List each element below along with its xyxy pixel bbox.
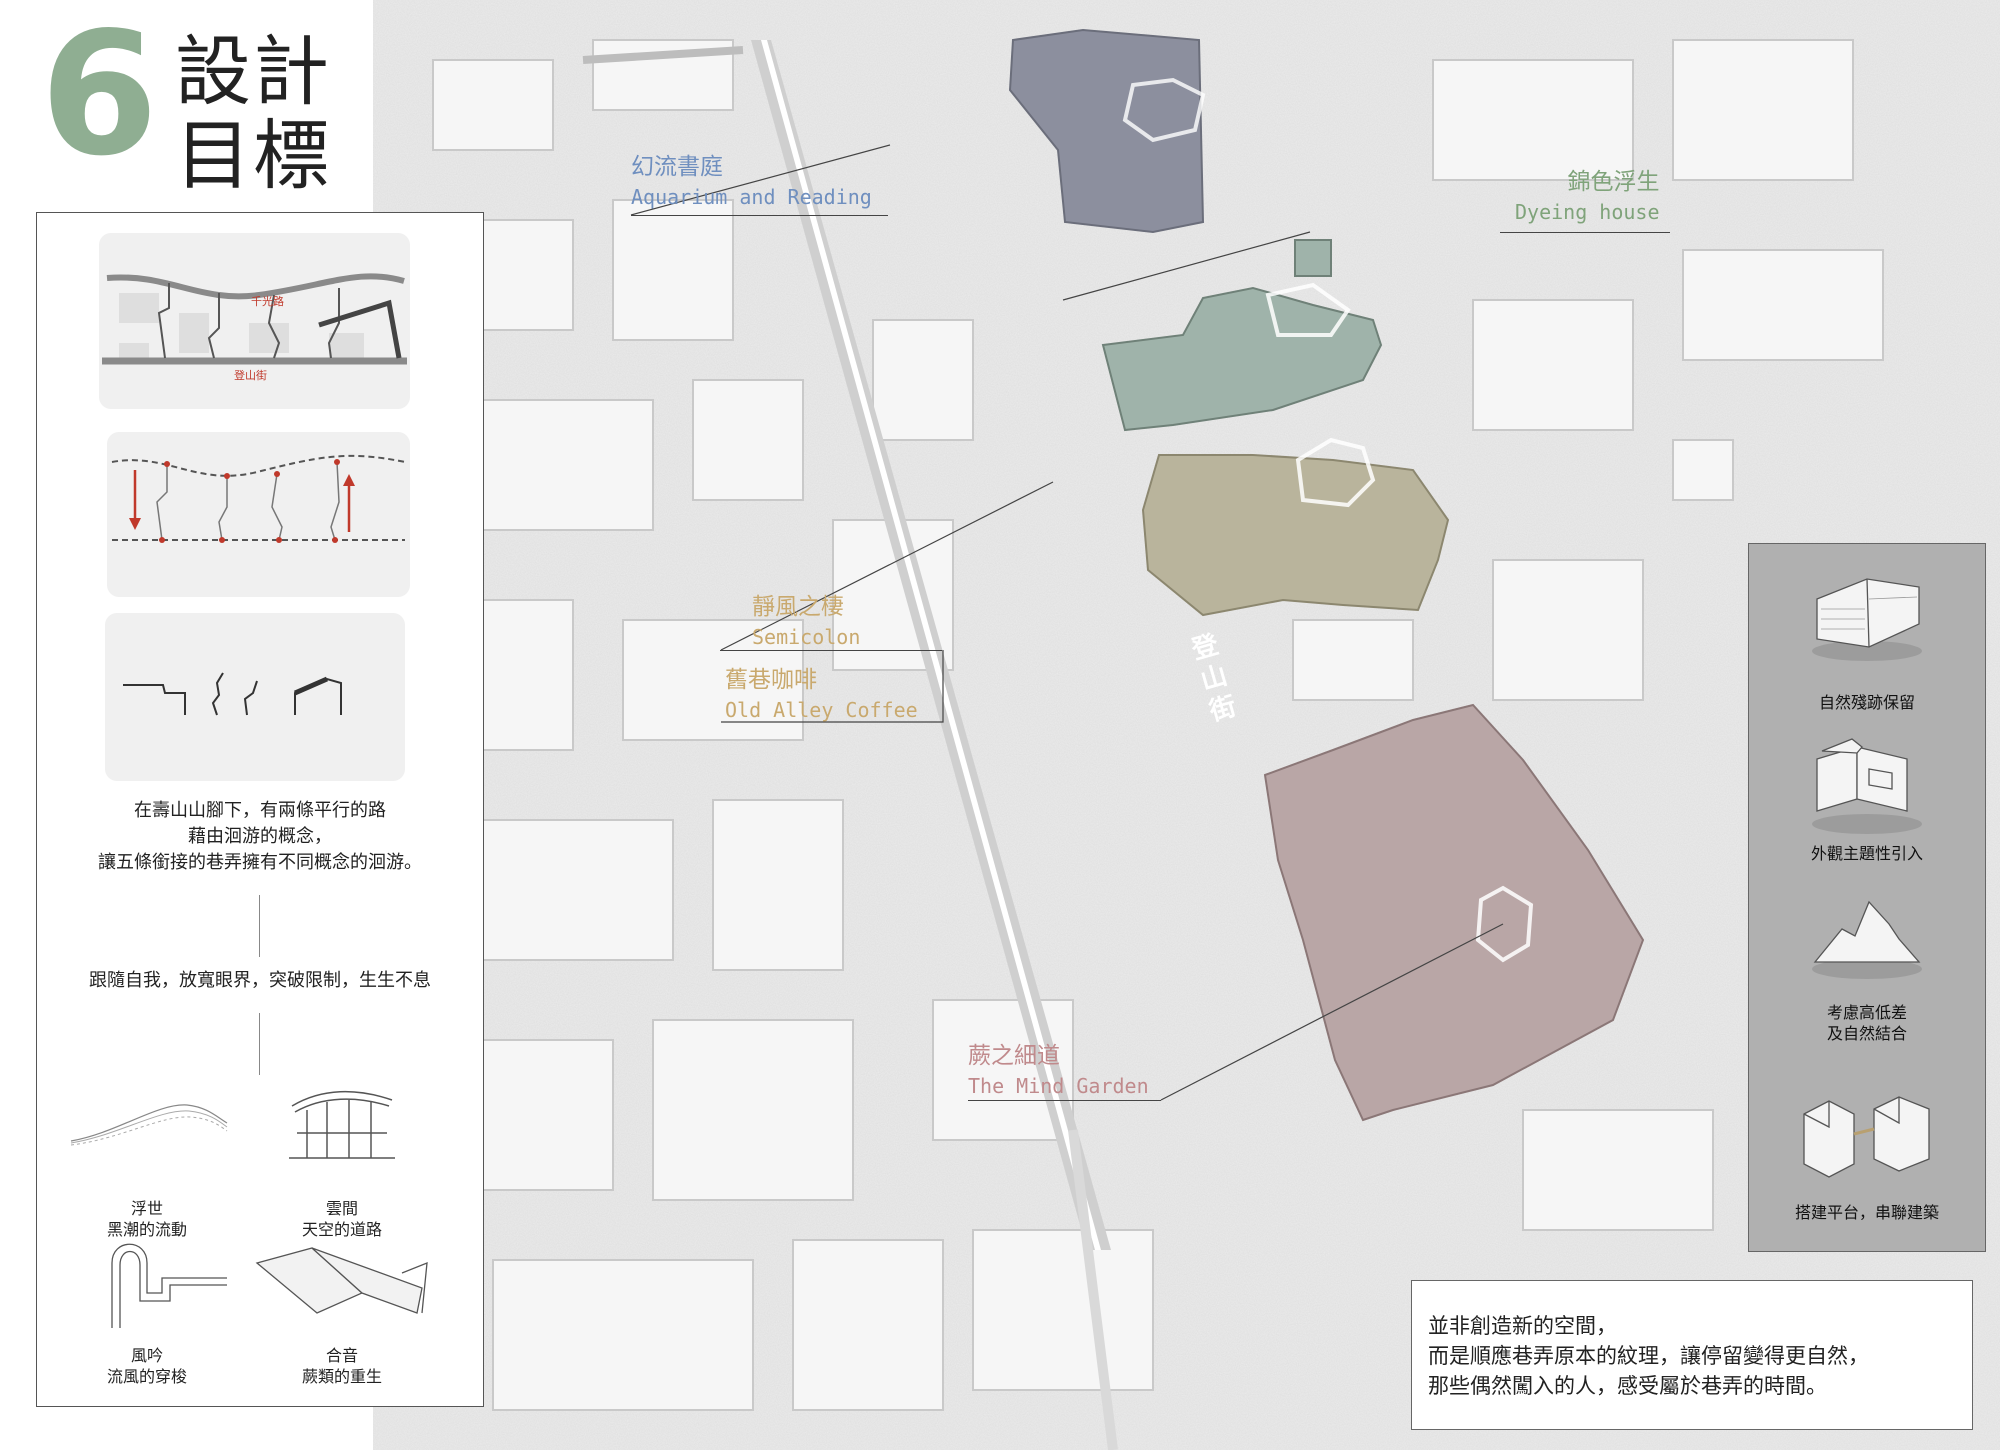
concept-chorus-desc: 蕨類的重生 (301, 1367, 382, 1386)
concept-panel: 千光路 登山街 在壽山山腳下，有兩條平行的路 藉 (36, 212, 484, 1407)
lane-line (582, 46, 744, 64)
facade-theme-icon (1812, 738, 1922, 834)
concept-wave-name: 浮世 (130, 1199, 163, 1218)
zone-mind-garden (1263, 703, 1645, 1122)
zone-aquarium (1008, 28, 1206, 234)
strategy-1-label: 自然殘跡保留 (1818, 693, 1915, 712)
intro-line-1: 在壽山山腳下，有兩條平行的路 (134, 800, 386, 821)
zone-label-semicolon: 靜風之棲 Semicolon (752, 592, 860, 652)
section-title-line1: 設計 (175, 27, 331, 116)
road-diagram: 千光路 登山街 (99, 233, 410, 409)
concept-quote-box: 並非創造新的空間， 而是順應巷弄原本的紋理，讓停留變得更自然， 那些偶然闖入的人… (1411, 1280, 1973, 1430)
zone-mind-garden-glow (1475, 885, 1534, 963)
wave-icon (70, 1104, 228, 1146)
intro-line-3: 讓五條銜接的巷弄擁有不同概念的洄游。 (98, 852, 422, 873)
concept-wave-desc: 黑潮的流動 (106, 1220, 187, 1239)
section-diagram-svg (123, 672, 342, 716)
leader-aquarium (630, 144, 891, 216)
wind-path-icon (111, 1243, 227, 1328)
section-diagram (105, 613, 405, 781)
concept-wind-desc: 流風的穿梭 (106, 1367, 187, 1386)
strategy-4-label: 搭建平台，串聯建築 (1794, 1203, 1939, 1222)
concept-wind-caption: 風吟 流風的穿梭 (67, 1345, 227, 1387)
zone-label-coffee: 舊巷咖啡 Old Alley Coffee (725, 665, 918, 725)
concept-chorus-name: 合音 (325, 1346, 358, 1365)
concept-cloud-desc: 天空的道路 (301, 1220, 382, 1239)
zone-label-semicolon-zh: 靜風之棲 (752, 594, 844, 620)
zone-underline-semicolon (720, 650, 942, 651)
leader-lines (630, 144, 1504, 1101)
zone-label-dyeing: 錦色浮生 Dyeing house (1515, 167, 1660, 227)
divider-vertical (259, 895, 260, 957)
strategy-2-label: 外觀主題性引入 (1810, 844, 1923, 863)
section-title-line2: 目標 (175, 111, 331, 200)
quote-line-3: 那些偶然闖入的人，感受屬於巷弄的時間。 (1428, 1374, 1827, 1398)
flow-arrow-down (129, 470, 141, 530)
fern-fold-icon (255, 1247, 428, 1314)
zone-label-mind-garden: 蕨之細道 The Mind Garden (968, 1041, 1149, 1101)
platform-link-icon (1803, 1096, 1930, 1178)
zone-label-dyeing-zh: 錦色浮生 (1567, 169, 1660, 195)
leader-mind-garden (1160, 923, 1504, 1101)
zone-underline-dyeing (1500, 232, 1670, 233)
concept-wave-caption: 浮世 黑潮的流動 (67, 1198, 227, 1240)
flow-arrow-up (343, 474, 355, 532)
zone-label-mind-garden-en: The Mind Garden (968, 1074, 1149, 1098)
zone-dyeing (1101, 239, 1383, 432)
road-top-label: 千光路 (251, 295, 284, 308)
zone-label-aquarium-zh: 幻流書庭 (631, 154, 723, 180)
flow-diagram (107, 432, 410, 597)
street-line (761, 40, 1101, 1250)
quote-line-2: 而是順應巷弄原本的紋理，讓停留變得更自然， (1428, 1344, 1869, 1368)
concept-chorus-caption: 合音 蕨類的重生 (262, 1345, 422, 1387)
leader-coffee (721, 650, 944, 723)
zone-label-coffee-en: Old Alley Coffee (725, 698, 918, 722)
zone-label-coffee-zh: 舊巷咖啡 (725, 667, 817, 693)
leader-semicolon (720, 481, 1054, 651)
zone-aquarium-glow (1122, 77, 1206, 143)
quote-line-1: 並非創造新的空間， (1428, 1314, 1617, 1338)
divider-vertical (259, 1013, 260, 1075)
zone-underline-mind-garden (968, 1100, 1161, 1101)
zone-dyeing-mass (1101, 286, 1383, 432)
zone-semicolon-mass (1141, 454, 1450, 617)
lane-line (1068, 1129, 1118, 1450)
strategy-3-label: 考慮高低差 及自然結合 (1749, 1002, 1985, 1044)
zone-dyeing-tower (1294, 239, 1332, 277)
strategy-3-label-line2: 及自然結合 (1826, 1024, 1907, 1043)
zone-label-aquarium: 幻流書庭 Aquarium and Reading (631, 152, 872, 212)
road-bottom-label: 登山街 (234, 369, 267, 382)
zone-mind-garden-mass (1263, 703, 1645, 1122)
zone-semicolon (1141, 437, 1450, 617)
concept-wind-name: 風吟 (130, 1346, 163, 1365)
zone-semicolon-glow (1295, 437, 1376, 508)
concept-cloud-name: 雲間 (325, 1199, 358, 1218)
intro-line-2: 藉由洄游的概念， (188, 826, 332, 847)
road-top-curve (106, 273, 405, 300)
ruin-wall-icon (1812, 578, 1922, 661)
site-map (373, 0, 2000, 1450)
leader-dyeing (1062, 231, 1311, 301)
zone-label-semicolon-en: Semicolon (752, 625, 861, 649)
zone-underline-aquarium (631, 215, 888, 216)
zone-label-mind-garden-zh: 蕨之細道 (968, 1043, 1060, 1069)
terrain-mountain-icon (1812, 900, 1922, 979)
zone-label-dyeing-en: Dyeing house (1515, 200, 1660, 224)
zone-dyeing-glow (1265, 282, 1351, 337)
flow-diagram-svg (111, 454, 406, 543)
zone-label-aquarium-en: Aquarium and Reading (631, 185, 872, 209)
motto-text: 跟隨自我，放寬眼界，突破限制，生生不息 (89, 970, 431, 991)
strategy-3-label-line1: 考慮高低差 (1826, 1003, 1907, 1022)
section-title: 設計 目標 (175, 30, 331, 198)
road-diagram-svg (102, 273, 407, 365)
concept-cloud-caption: 雲間 天空的道路 (262, 1198, 422, 1240)
strategy-panel: 自然殘跡保留 外觀主題性引入 考慮高低差 及自然結合 搭建平台，串聯建築 (1748, 543, 1986, 1252)
section-number: 6 (40, 0, 159, 194)
pavilion-icon (289, 1090, 395, 1159)
